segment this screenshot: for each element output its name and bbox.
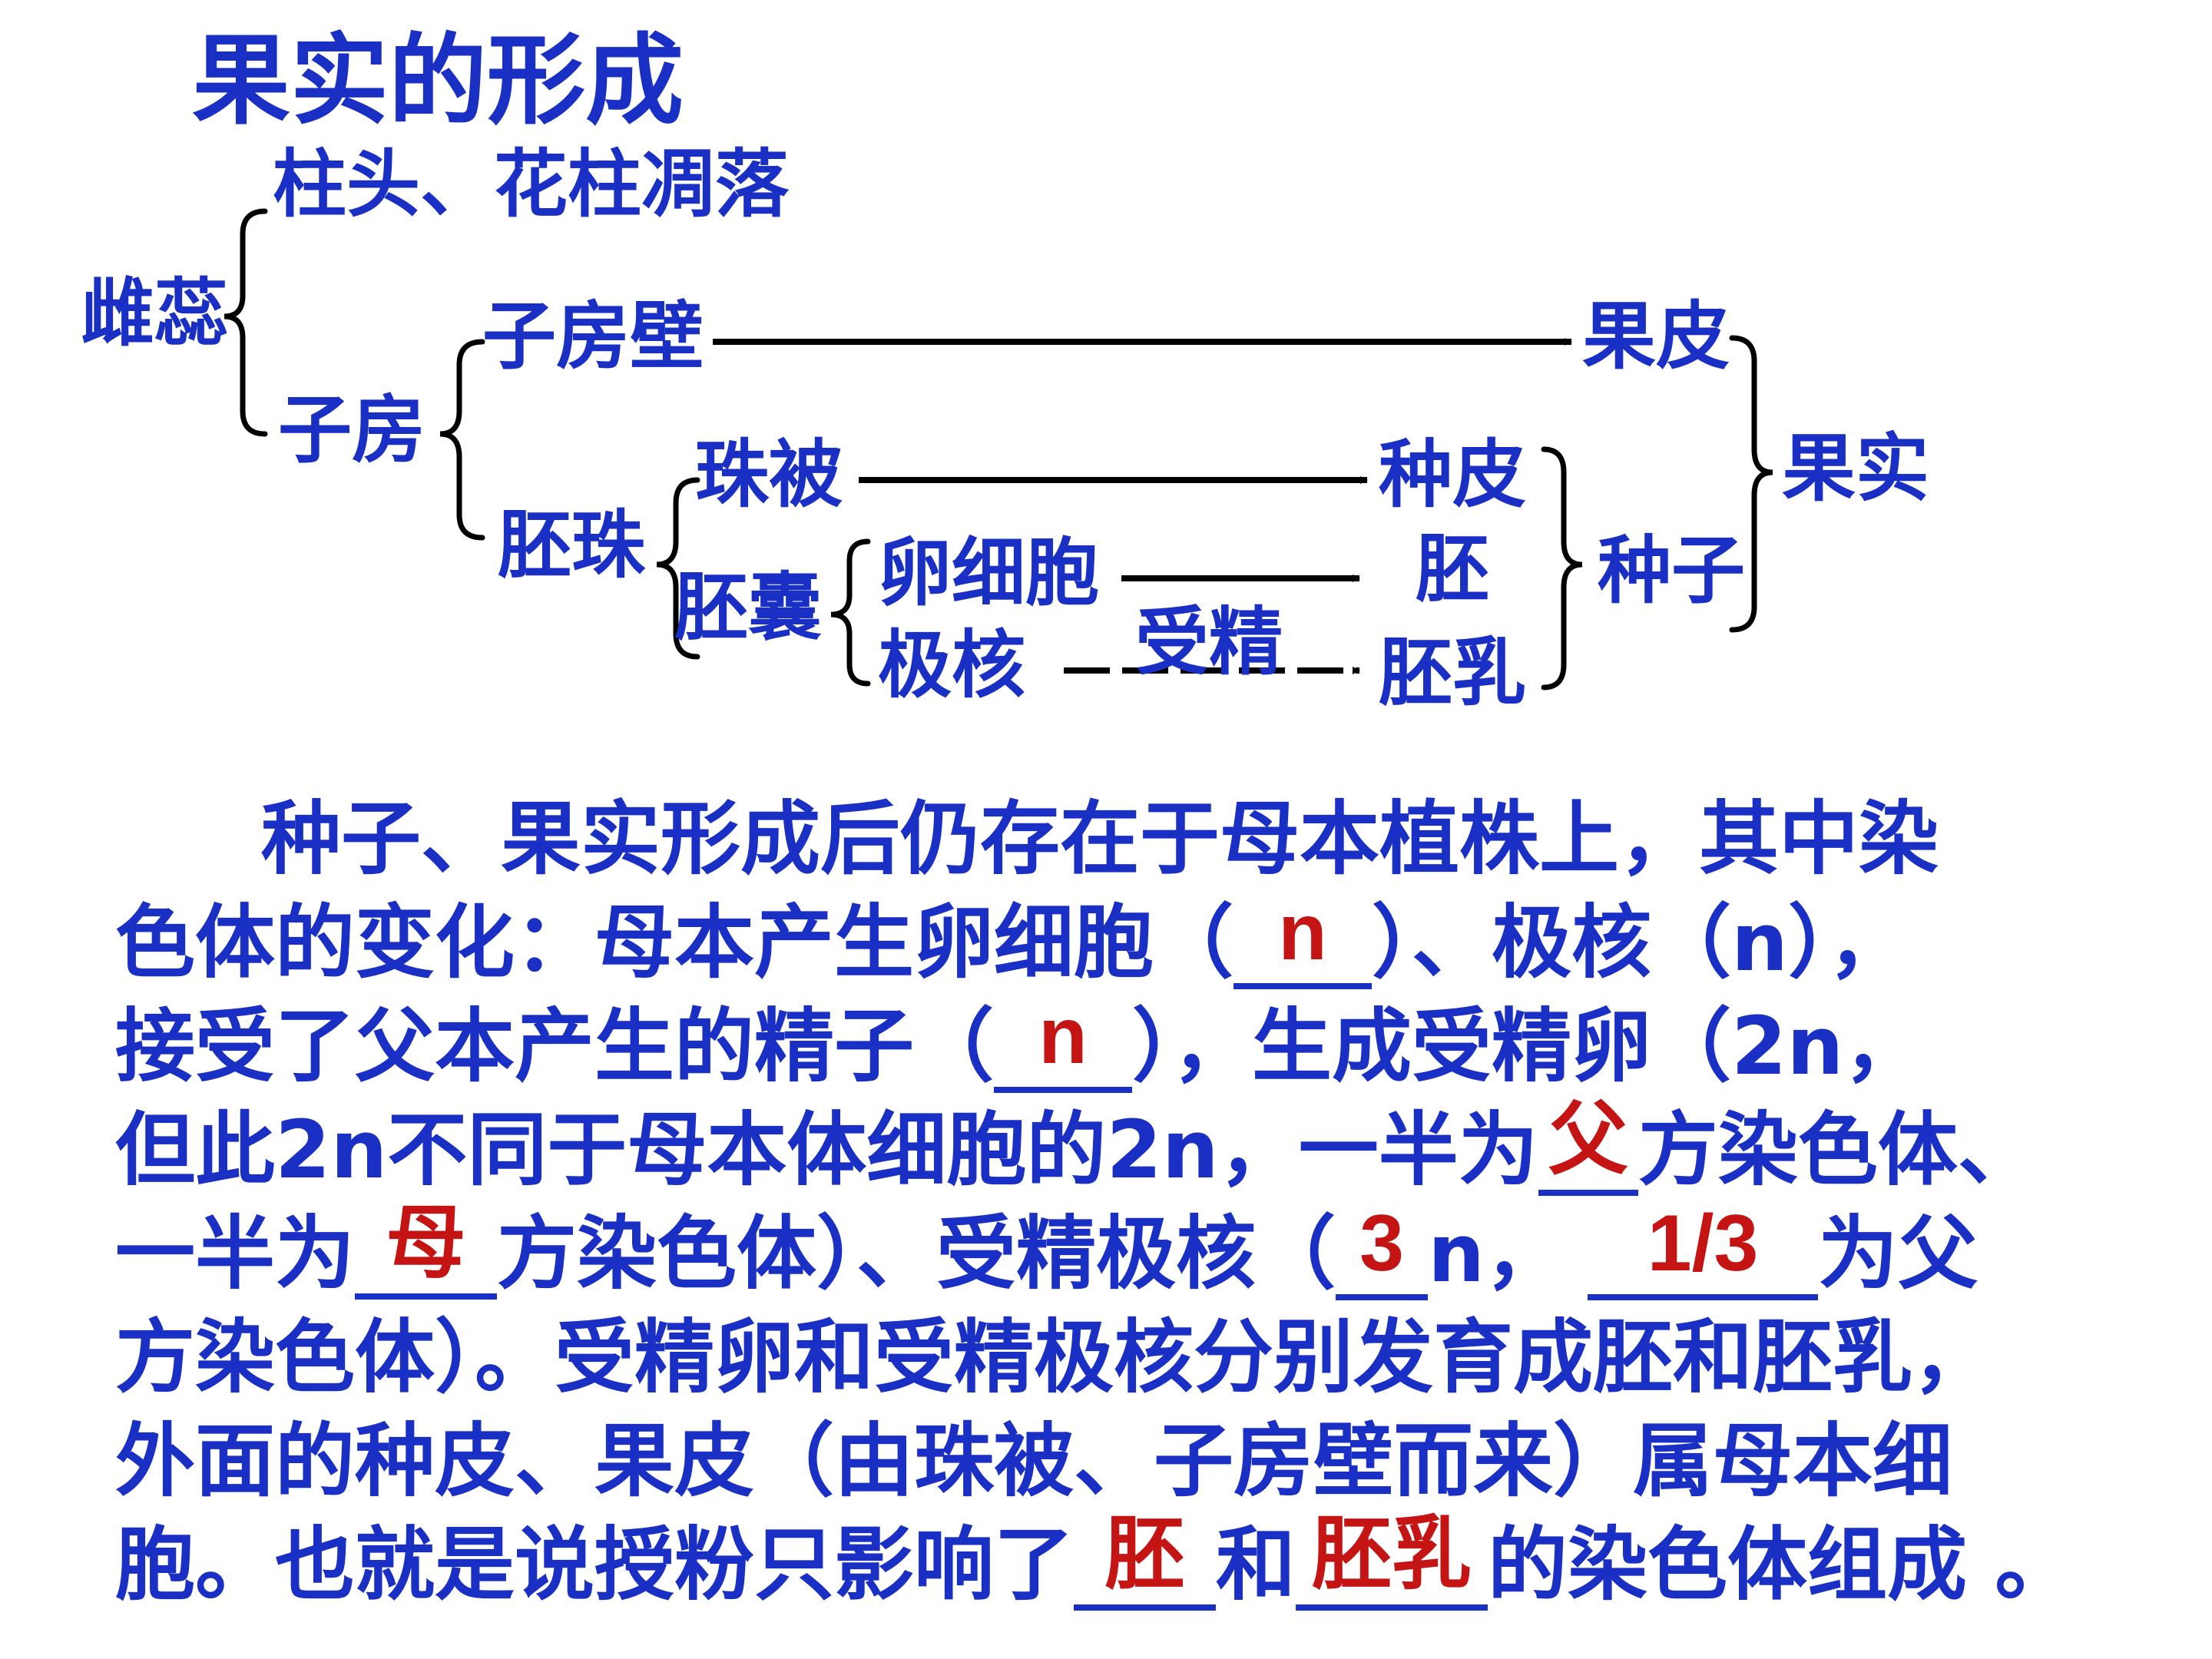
para-text: 方染色体、 bbox=[1637, 1103, 2038, 1197]
para-text: 接受了父本产生的精子（ bbox=[115, 999, 995, 1093]
answer-blank: n bbox=[1233, 892, 1373, 989]
para-text: 和 bbox=[1216, 1518, 1296, 1611]
para-line-3: 接受了父本产生的精子（n），生成受精卵（2n， bbox=[115, 996, 1923, 1093]
answer-blank: n bbox=[994, 996, 1133, 1093]
para-text: 方染色体）。受精卵和受精极核分别发育成胚和胚乳， bbox=[115, 1310, 1993, 1404]
para-text: 色体的变化：母本产生卵细胞（ bbox=[115, 896, 1234, 989]
answer-blank: 胚 bbox=[1074, 1514, 1217, 1611]
label-fruit: 果实 bbox=[1782, 426, 1929, 512]
para-line-2: 色体的变化：母本产生卵细胞（n）、极核（n）， bbox=[115, 892, 1908, 989]
label-ovary-wall: 子房壁 bbox=[482, 293, 704, 379]
para-line-7: 外面的种皮、果皮（由珠被、子房壁而来）属母本细 bbox=[115, 1421, 1952, 1501]
answer-blank: 1/3 bbox=[1588, 1204, 1819, 1300]
para-text: 胞。也就是说授粉只影响了 bbox=[115, 1518, 1075, 1611]
label-embryo-sac: 胚囊 bbox=[674, 565, 822, 651]
para-line-1: 种子、果实形成后仍存在于母本植株上，其中染 bbox=[261, 799, 1939, 879]
para-line-8: 胞。也就是说授粉只影响了胚和胚乳的染色体组成 。 bbox=[115, 1514, 2075, 1611]
answer-egg-ploidy: n bbox=[1278, 888, 1327, 977]
answer-sperm-ploidy: n bbox=[1038, 992, 1088, 1081]
para-text: ）、极核（n）， bbox=[1372, 896, 1909, 989]
answer-blank: 胚乳 bbox=[1296, 1514, 1488, 1611]
para-text: 一半为 bbox=[115, 1207, 356, 1300]
answer-paternal-fraction: 1/3 bbox=[1647, 1199, 1759, 1288]
label-egg-cell: 卵细胞 bbox=[878, 530, 1099, 616]
pistil-brace bbox=[224, 208, 268, 437]
label-embryo: 胚 bbox=[1416, 526, 1489, 612]
ovule-brace bbox=[656, 477, 700, 660]
para-line-6: 方染色体）。受精卵和受精极核分别发育成胚和胚乳， bbox=[115, 1317, 1992, 1397]
answer-mother: 母 bbox=[386, 1196, 466, 1290]
answer-endosperm-ploidy: 3 bbox=[1359, 1199, 1404, 1288]
label-stigma-style: 柱头、花柱凋落 bbox=[273, 141, 789, 227]
ovary-brace bbox=[439, 339, 485, 541]
answer-father: 父 bbox=[1548, 1092, 1628, 1186]
para-line-4: 但此2n不同于母本体细胞的2n，一半为父方染色体、 bbox=[115, 1099, 2038, 1196]
para-text: ），生成受精卵（2n， bbox=[1132, 999, 1924, 1093]
para-text: 种子、果实形成后仍存在于母本植株上，其中染 bbox=[261, 792, 1939, 886]
label-ovary: 子房 bbox=[278, 387, 426, 473]
label-ovule: 胚珠 bbox=[498, 502, 645, 588]
para-text: 外面的种皮、果皮（由珠被、子房壁而来）属母本细 bbox=[115, 1414, 1953, 1508]
answer-blank: 3 bbox=[1336, 1204, 1429, 1300]
answer-endosperm: 胚乳 bbox=[1312, 1507, 1472, 1601]
para-text: 为父 bbox=[1818, 1207, 1979, 1300]
page-title: 果实的形成 bbox=[192, 24, 684, 138]
answer-embryo: 胚 bbox=[1104, 1507, 1185, 1601]
answer-blank: 父 bbox=[1538, 1099, 1638, 1196]
para-text: 但此2n不同于母本体细胞的2n，一半为 bbox=[115, 1103, 1538, 1197]
seed-brace bbox=[1541, 446, 1583, 690]
answer-blank: 母 bbox=[355, 1203, 498, 1300]
label-pistil: 雌蕊 bbox=[81, 270, 228, 356]
label-seed-coat: 种皮 bbox=[1379, 432, 1526, 518]
label-endosperm: 胚乳 bbox=[1379, 630, 1526, 716]
embryo-sac-brace bbox=[830, 538, 871, 687]
fruit-brace bbox=[1729, 335, 1773, 633]
label-pericarp: 果皮 bbox=[1582, 293, 1730, 379]
label-seed: 种子 bbox=[1598, 528, 1745, 614]
label-fertilization: 受精 bbox=[1135, 599, 1283, 685]
label-integument: 珠被 bbox=[695, 432, 843, 518]
para-text: 方染色体）、受精极核（ bbox=[497, 1207, 1336, 1300]
para-text: 的染色体组成 。 bbox=[1488, 1518, 2075, 1611]
label-polar-nuclei: 极核 bbox=[878, 622, 1025, 708]
para-text: n， bbox=[1428, 1207, 1565, 1300]
